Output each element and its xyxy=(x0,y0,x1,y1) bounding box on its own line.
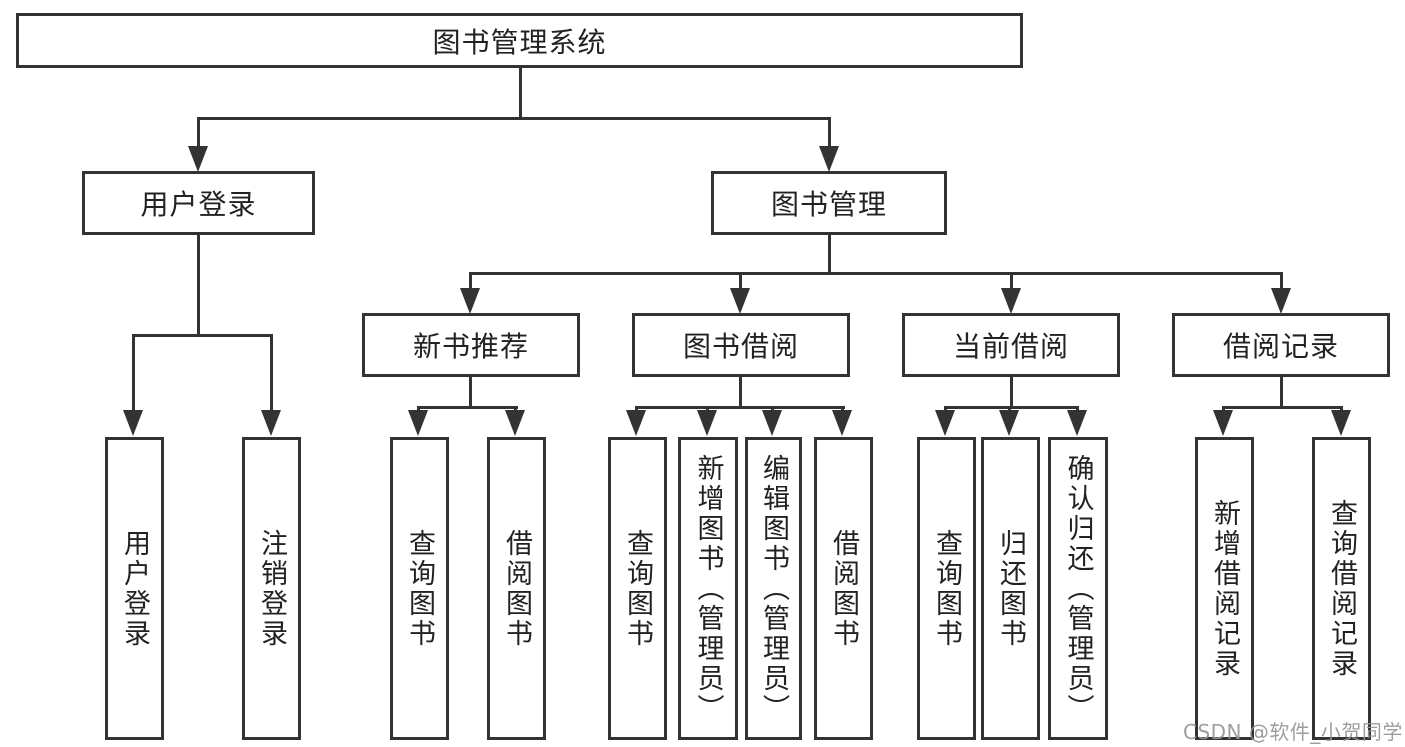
arrowhead xyxy=(819,146,839,172)
node-borrowing-records: 借阅记录 xyxy=(1172,313,1390,377)
node-label: 查询图书 xyxy=(931,528,962,649)
connector-stub xyxy=(469,377,472,408)
connector-hline xyxy=(944,406,1079,409)
connector-root-stub xyxy=(519,68,522,119)
arrowhead xyxy=(1001,288,1021,314)
node-leaf-search-books-current: 查询图书 xyxy=(917,437,976,740)
arrowhead xyxy=(408,410,428,436)
connector-hline xyxy=(635,406,845,409)
node-leaf-logout: 注销登录 xyxy=(242,437,301,740)
node-label: 借阅图书 xyxy=(501,528,532,649)
node-label: 查询图书 xyxy=(404,528,435,649)
node-leaf-edit-books-admin: 编辑图书（管理员） xyxy=(745,437,802,740)
node-label: 归还图书 xyxy=(995,528,1026,649)
node-label: 注销登录 xyxy=(256,528,287,649)
node-root-label: 图书管理系统 xyxy=(432,25,607,59)
arrowhead xyxy=(188,146,208,172)
connector-shaft xyxy=(1280,272,1283,290)
node-leaf-return-books: 归还图书 xyxy=(981,437,1040,740)
connector-hline xyxy=(417,406,518,409)
node-book-management: 图书管理 xyxy=(711,171,947,235)
node-label: 查询图书 xyxy=(622,528,653,649)
arrowhead xyxy=(697,410,717,436)
arrowhead xyxy=(1271,288,1291,314)
node-label: 图书借阅 xyxy=(682,330,799,363)
connector-hline xyxy=(469,272,1283,275)
node-leaf-search-borrow-record: 查询借阅记录 xyxy=(1312,437,1371,740)
node-label: 确认归还（管理员） xyxy=(1062,453,1094,724)
node-leaf-borrow-books: 借阅图书 xyxy=(814,437,873,740)
connector-stub xyxy=(739,377,742,408)
connector-hline xyxy=(1222,406,1343,409)
arrowhead xyxy=(935,410,955,436)
connector-stub xyxy=(1280,377,1283,408)
arrowhead xyxy=(730,288,750,314)
connector-hline xyxy=(132,334,273,337)
connector-shaft xyxy=(197,117,200,148)
arrowhead xyxy=(123,410,143,436)
node-label: 新增图书（管理员） xyxy=(692,453,724,724)
arrowhead xyxy=(762,410,782,436)
arrowhead xyxy=(505,410,525,436)
node-label: 图书管理 xyxy=(770,188,887,221)
connector-shaft xyxy=(270,334,273,412)
node-leaf-confirm-return-admin: 确认归还（管理员） xyxy=(1048,437,1108,740)
node-label: 用户登录 xyxy=(140,188,257,221)
arrowhead xyxy=(1213,410,1233,436)
connector-shaft xyxy=(469,272,472,290)
arrowhead xyxy=(832,410,852,436)
node-user-login-branch: 用户登录 xyxy=(82,171,315,235)
arrowhead xyxy=(460,288,480,314)
connector-root-hline xyxy=(197,117,831,120)
arrowhead xyxy=(1067,410,1087,436)
node-label: 借阅记录 xyxy=(1222,330,1339,363)
node-new-book-recommend: 新书推荐 xyxy=(362,313,580,377)
arrowhead xyxy=(999,410,1019,436)
node-leaf-add-books-admin: 新增图书（管理员） xyxy=(678,437,738,740)
connector-shaft xyxy=(1010,272,1013,290)
node-leaf-borrow-books-recommend: 借阅图书 xyxy=(487,437,546,740)
connector-shaft xyxy=(739,272,742,290)
node-label: 编辑图书（管理员） xyxy=(758,453,789,724)
node-leaf-user-login: 用户登录 xyxy=(105,437,164,740)
arrowhead xyxy=(261,410,281,436)
node-leaf-search-books-recommend: 查询图书 xyxy=(390,437,449,740)
arrowhead xyxy=(626,410,646,436)
node-label: 借阅图书 xyxy=(828,528,859,649)
connector-shaft xyxy=(828,117,831,148)
node-label: 新书推荐 xyxy=(412,330,529,363)
connector-stub xyxy=(1010,377,1013,408)
node-label: 用户登录 xyxy=(119,528,150,649)
node-label: 新增借阅记录 xyxy=(1209,498,1240,679)
node-current-borrowing: 当前借阅 xyxy=(902,313,1120,377)
node-leaf-search-books-borrow: 查询图书 xyxy=(608,437,667,740)
connector-shaft xyxy=(132,334,135,412)
arrowhead xyxy=(1331,410,1351,436)
node-label: 当前借阅 xyxy=(952,330,1069,363)
node-book-borrowing: 图书借阅 xyxy=(632,313,850,377)
connector-stub xyxy=(828,235,831,274)
node-leaf-add-borrow-record: 新增借阅记录 xyxy=(1195,437,1254,740)
csdn-watermark: CSDN @软件_小贺同学 xyxy=(1183,720,1403,744)
node-root: 图书管理系统 xyxy=(16,13,1023,68)
node-label: 查询借阅记录 xyxy=(1326,498,1357,679)
connector-stub xyxy=(197,235,200,336)
